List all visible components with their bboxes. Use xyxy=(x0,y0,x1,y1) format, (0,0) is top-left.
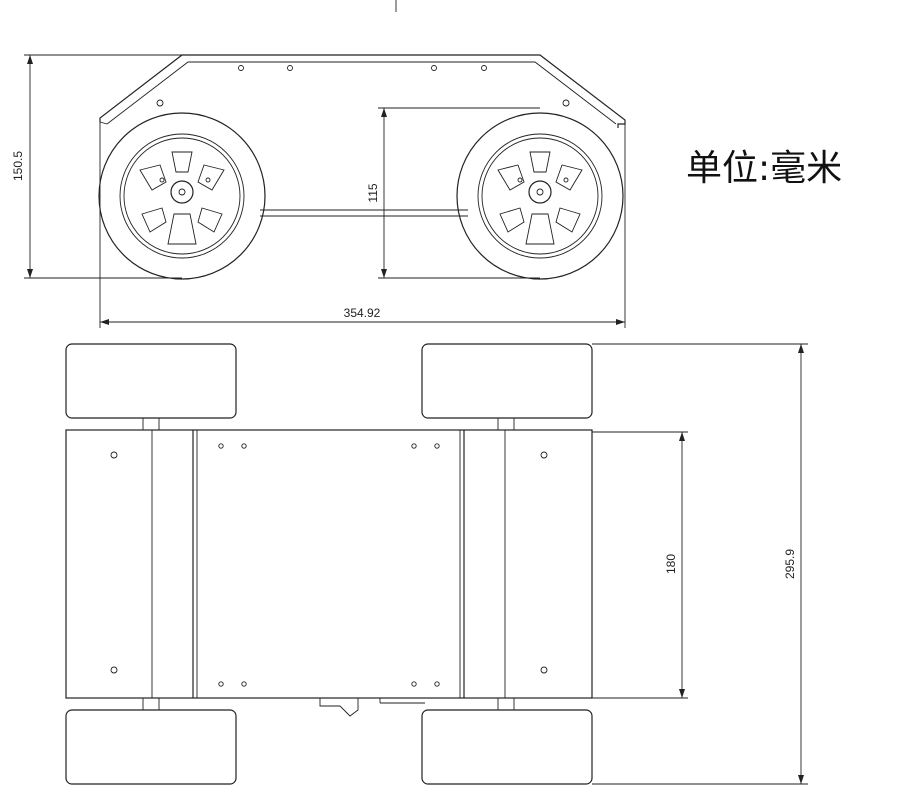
top-wheel-rear-left xyxy=(65,709,237,785)
top-wheel-front-left xyxy=(65,343,237,419)
side-chassis-outline xyxy=(99,54,626,128)
side-chassis-inner xyxy=(106,61,617,125)
dim-overall-height: 150.5 xyxy=(11,54,182,279)
axle xyxy=(142,417,160,431)
dim-label-overall-width: 295.9 xyxy=(783,549,797,579)
bottom-connector xyxy=(319,698,359,717)
dim-label-overall-height: 150.5 xyxy=(11,151,25,181)
axle xyxy=(497,697,515,711)
hole xyxy=(110,666,118,674)
dim-overall-length: 354.92 xyxy=(99,120,626,328)
axle xyxy=(497,417,515,431)
dim-overall-width: 295.9 xyxy=(592,343,808,785)
right-wheel xyxy=(456,112,624,280)
units-label: 单位:毫米 xyxy=(686,148,842,189)
hole xyxy=(481,65,487,71)
hole xyxy=(156,99,164,107)
top-wheel-rear-right xyxy=(421,709,593,785)
top-view: 180 295.9 xyxy=(65,343,808,785)
dim-label-overall-length: 354.92 xyxy=(344,306,381,320)
hole xyxy=(287,65,293,71)
hole xyxy=(540,451,548,459)
dim-label-wheelbase: 180 xyxy=(664,554,678,574)
hole xyxy=(431,65,437,71)
dim-wheelbase: 180 xyxy=(592,431,688,699)
side-view: 150.5 115 354.92 xyxy=(11,54,626,328)
dim-label-wheel-height: 115 xyxy=(366,183,380,202)
top-wheel-front-right xyxy=(421,343,593,419)
hole xyxy=(540,666,548,674)
top-body xyxy=(65,429,593,699)
hole xyxy=(238,65,244,71)
hole xyxy=(562,99,570,107)
axle xyxy=(142,697,160,711)
dim-wheel-height: 115 xyxy=(366,107,540,279)
hole xyxy=(110,451,118,459)
left-wheel xyxy=(98,112,266,280)
